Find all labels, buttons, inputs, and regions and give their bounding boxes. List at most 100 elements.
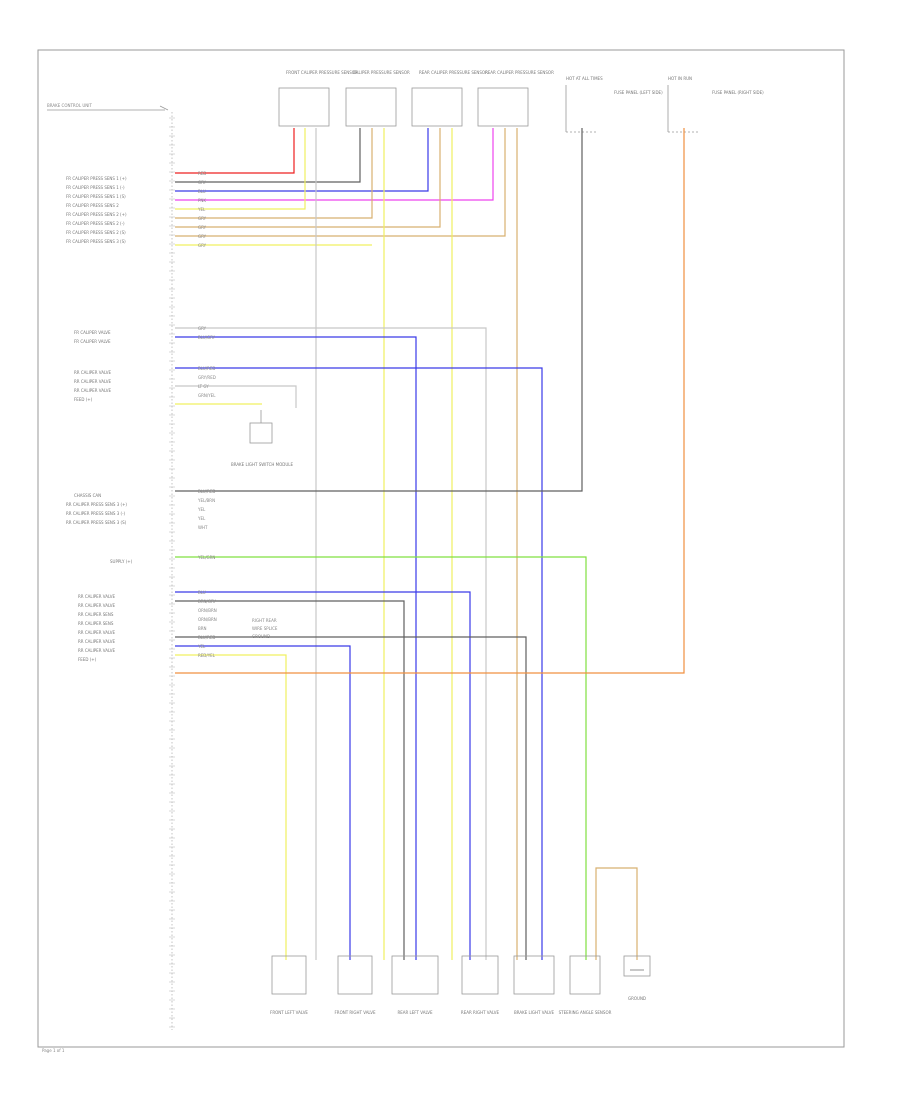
pin-label: RR CALIPER PRESS SENS 3 (S): [66, 520, 127, 525]
wire-label: BLU/RED: [198, 489, 215, 494]
wire: [175, 556, 587, 960]
pin-label: FR CALIPER PRESS SENS 2 (S): [66, 230, 126, 235]
fuse-label: HOT AT ALL TIMES: [566, 76, 603, 81]
wire-label: ORN/BRN: [198, 608, 217, 613]
connector-label: GROUND: [628, 996, 646, 1001]
left-pin-labels: FR CALIPER PRESS SENS 1 (+) FR CALIPER P…: [66, 176, 133, 662]
pin-label: FR CALIPER VALVE: [74, 339, 111, 344]
pin-label: FEED (+): [78, 657, 97, 662]
fuse-hot-at-all-times: HOT AT ALL TIMES FUSE PANEL (LEFT SIDE): [565, 76, 663, 133]
wire-label: WHT: [198, 525, 208, 530]
wire: [175, 128, 429, 192]
pin-ticks: [169, 117, 175, 1028]
pin-label: RR CALIPER VALVE: [78, 639, 116, 644]
wires: [175, 128, 685, 960]
wire-label: YEL: [197, 644, 206, 649]
connector-label: REAR CALIPER PRESSURE SENSOR: [485, 70, 554, 75]
bottom-connectors: FRONT LEFT VALVE FRONT RIGHT VALVE REAR …: [270, 955, 651, 1015]
ground-point: GROUND: [623, 955, 651, 1001]
pin-label: FR CALIPER PRESS SENS 2 (-): [66, 221, 125, 226]
wire: [175, 385, 297, 408]
connector-label: STEERING ANGLE SENSOR: [559, 1010, 612, 1015]
wire: [175, 128, 441, 228]
fuse-hot-in-run: HOT IN RUN FUSE PANEL (RIGHT SIDE): [667, 76, 764, 133]
wire: [175, 128, 506, 237]
footer-label: Page 1 of 1: [42, 1048, 65, 1053]
pin-label: FEED (+): [74, 397, 93, 402]
fuse-note: FUSE PANEL (RIGHT SIDE): [712, 90, 764, 95]
wire-label: YEL: [197, 516, 206, 521]
wire: [175, 128, 583, 492]
wire-label: GRY/RED: [198, 375, 216, 380]
wire: [175, 367, 543, 960]
wire-label: GRY: [198, 216, 207, 221]
wire: [595, 867, 638, 960]
pin-label: RR CALIPER PRESS SENS 3 (+): [66, 502, 127, 507]
wire-label: ORN/BRN: [198, 617, 217, 622]
wire-label: LT GY: [198, 384, 209, 389]
connector-caliper-sensor: CALIPER PRESSURE SENSOR: [345, 70, 410, 127]
pin-label: RR CALIPER SENS: [78, 621, 114, 626]
wire-label: BRN: [198, 626, 207, 631]
wire: [175, 128, 295, 174]
pin-label: RR CALIPER PRESS SENS 3 (-): [66, 511, 126, 516]
connector-rear-right-valve: REAR RIGHT VALVE: [461, 955, 500, 1015]
wire: [175, 327, 487, 960]
pin-label: RR CALIPER VALVE: [78, 630, 116, 635]
pin-label: FR CALIPER PRESS SENS 3 (S): [66, 239, 126, 244]
pin-label: RR CALIPER VALVE: [74, 388, 112, 393]
pin-label: RR CALIPER SENS: [78, 612, 114, 617]
pin-label: FR CALIPER PRESS SENS 1 (+): [66, 176, 127, 181]
wire-label: YEL: [197, 507, 206, 512]
connector-front-caliper-sensor: FRONT CALIPER PRESSURE SENSOR: [278, 70, 358, 127]
pin-label: FR CALIPER PRESS SENS 2 (+): [66, 212, 127, 217]
connector-label: FRONT LEFT VALVE: [270, 1010, 308, 1015]
wire-label: GRN/YEL: [198, 393, 216, 398]
component-label: BRAKE LIGHT SWITCH MODULE: [231, 462, 294, 467]
connector-steering-angle-sensor: STEERING ANGLE SENSOR: [559, 955, 612, 1015]
wire: [175, 645, 351, 960]
diagram-frame: [37, 49, 845, 1048]
connector-brake-light-valve: BRAKE LIGHT VALVE: [513, 955, 554, 1015]
header-arrow: [159, 105, 169, 111]
pin-label: FR CALIPER PRESS SENS 1 (S): [66, 194, 126, 199]
wire-label: BLU: [198, 590, 206, 595]
connector-label: CALIPER PRESSURE SENSOR: [353, 70, 410, 75]
wire: [175, 128, 685, 674]
pin-label: FR CALIPER PRESS SENS 1 (-): [66, 185, 125, 190]
wire: [175, 636, 527, 960]
wire-label: RED: [198, 171, 206, 176]
top-connectors: FRONT CALIPER PRESSURE SENSOR CALIPER PR…: [278, 70, 764, 133]
wire: [175, 600, 405, 960]
wire: [175, 654, 287, 960]
connector-label: REAR LEFT VALVE: [397, 1010, 433, 1015]
connector-label: REAR RIGHT VALVE: [461, 1010, 500, 1015]
connector-front-right-valve: FRONT RIGHT VALVE: [335, 955, 376, 1015]
pin-label: FR CALIPER PRESS SENS 2: [66, 203, 119, 208]
wire: [175, 336, 417, 960]
splice-note: RIGHT REAR: [252, 618, 277, 623]
pin-label: RR CALIPER VALVE: [74, 370, 112, 375]
wire-label: YEL/GRN: [197, 555, 215, 560]
wire-label: YEL: [197, 207, 206, 212]
wire-label: RED/YEL: [198, 653, 216, 658]
wire: [175, 128, 373, 219]
header-label: BRAKE CONTROL UNIT: [47, 103, 92, 108]
connector-rear-caliper-sensor-2: REAR CALIPER PRESSURE SENSOR: [477, 70, 554, 127]
connector-front-left-valve: FRONT LEFT VALVE: [270, 955, 308, 1015]
wire-label: YEL/BRN: [197, 498, 215, 503]
pin-label: FR CALIPER VALVE: [74, 330, 111, 335]
wire-label: BLU/RED: [198, 366, 215, 371]
wire-label: GRY: [198, 326, 207, 331]
connector-label: REAR CALIPER PRESSURE SENSOR: [419, 70, 488, 75]
brake-light-switch-module: BRAKE LIGHT SWITCH MODULE: [231, 410, 294, 467]
connector-label: FRONT CALIPER PRESSURE SENSOR: [286, 70, 358, 75]
wire-label: BLU: [198, 189, 206, 194]
wire: [175, 128, 494, 201]
pin-label: RR CALIPER VALVE: [78, 603, 116, 608]
pin-label: RR CALIPER VALVE: [78, 594, 116, 599]
pin-label: RR CALIPER VALVE: [74, 379, 112, 384]
connector-label: FRONT RIGHT VALVE: [335, 1010, 376, 1015]
